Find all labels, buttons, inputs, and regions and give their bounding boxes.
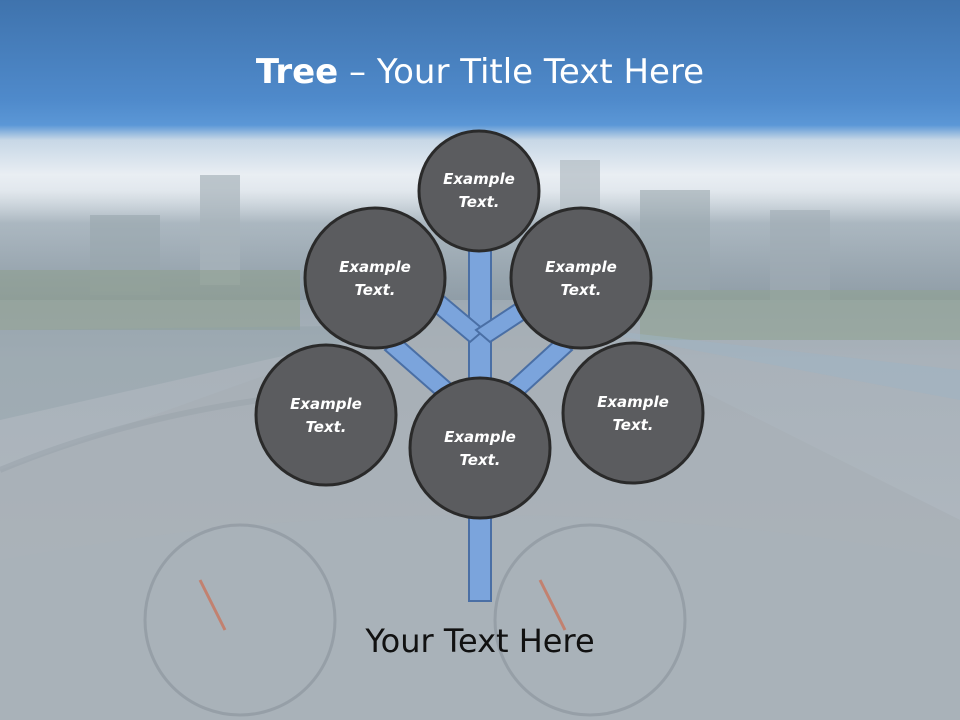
node-label-upper-right: Example Text. [516, 256, 646, 302]
node-label-line2: Text. [458, 193, 500, 211]
node-circle-center [408, 376, 552, 520]
node-circle-lower-left [254, 343, 398, 487]
node-label-line1: Example [339, 258, 411, 276]
node-label-line2: Text. [612, 416, 654, 434]
node-label-center: Example Text. [415, 426, 545, 472]
node-label-top: Example Text. [414, 168, 544, 214]
node-label-upper-left: Example Text. [310, 256, 440, 302]
node-label-line2: Text. [305, 418, 347, 436]
node-circle-lower-right [561, 341, 705, 485]
node-label-lower-left: Example Text. [261, 393, 391, 439]
node-label-line1: Example [444, 428, 516, 446]
node-label-line1: Example [545, 258, 617, 276]
node-label-line2: Text. [459, 451, 501, 469]
node-label-line2: Text. [354, 281, 396, 299]
node-label-line1: Example [597, 393, 669, 411]
node-label-line1: Example [443, 170, 515, 188]
slide-title: Tree – Your Title Text Here [0, 52, 960, 92]
node-label-lower-right: Example Text. [568, 391, 698, 437]
footer-text: Your Text Here [365, 622, 595, 660]
node-label-line1: Example [290, 395, 362, 413]
node-circle-top [417, 129, 541, 253]
tree-nodes [254, 129, 705, 520]
title-rest: – Your Title Text Here [338, 52, 705, 92]
node-circle-upper-left [303, 206, 447, 350]
node-circle-upper-right [509, 206, 653, 350]
node-label-line2: Text. [560, 281, 602, 299]
title-bold: Tree [255, 52, 339, 92]
